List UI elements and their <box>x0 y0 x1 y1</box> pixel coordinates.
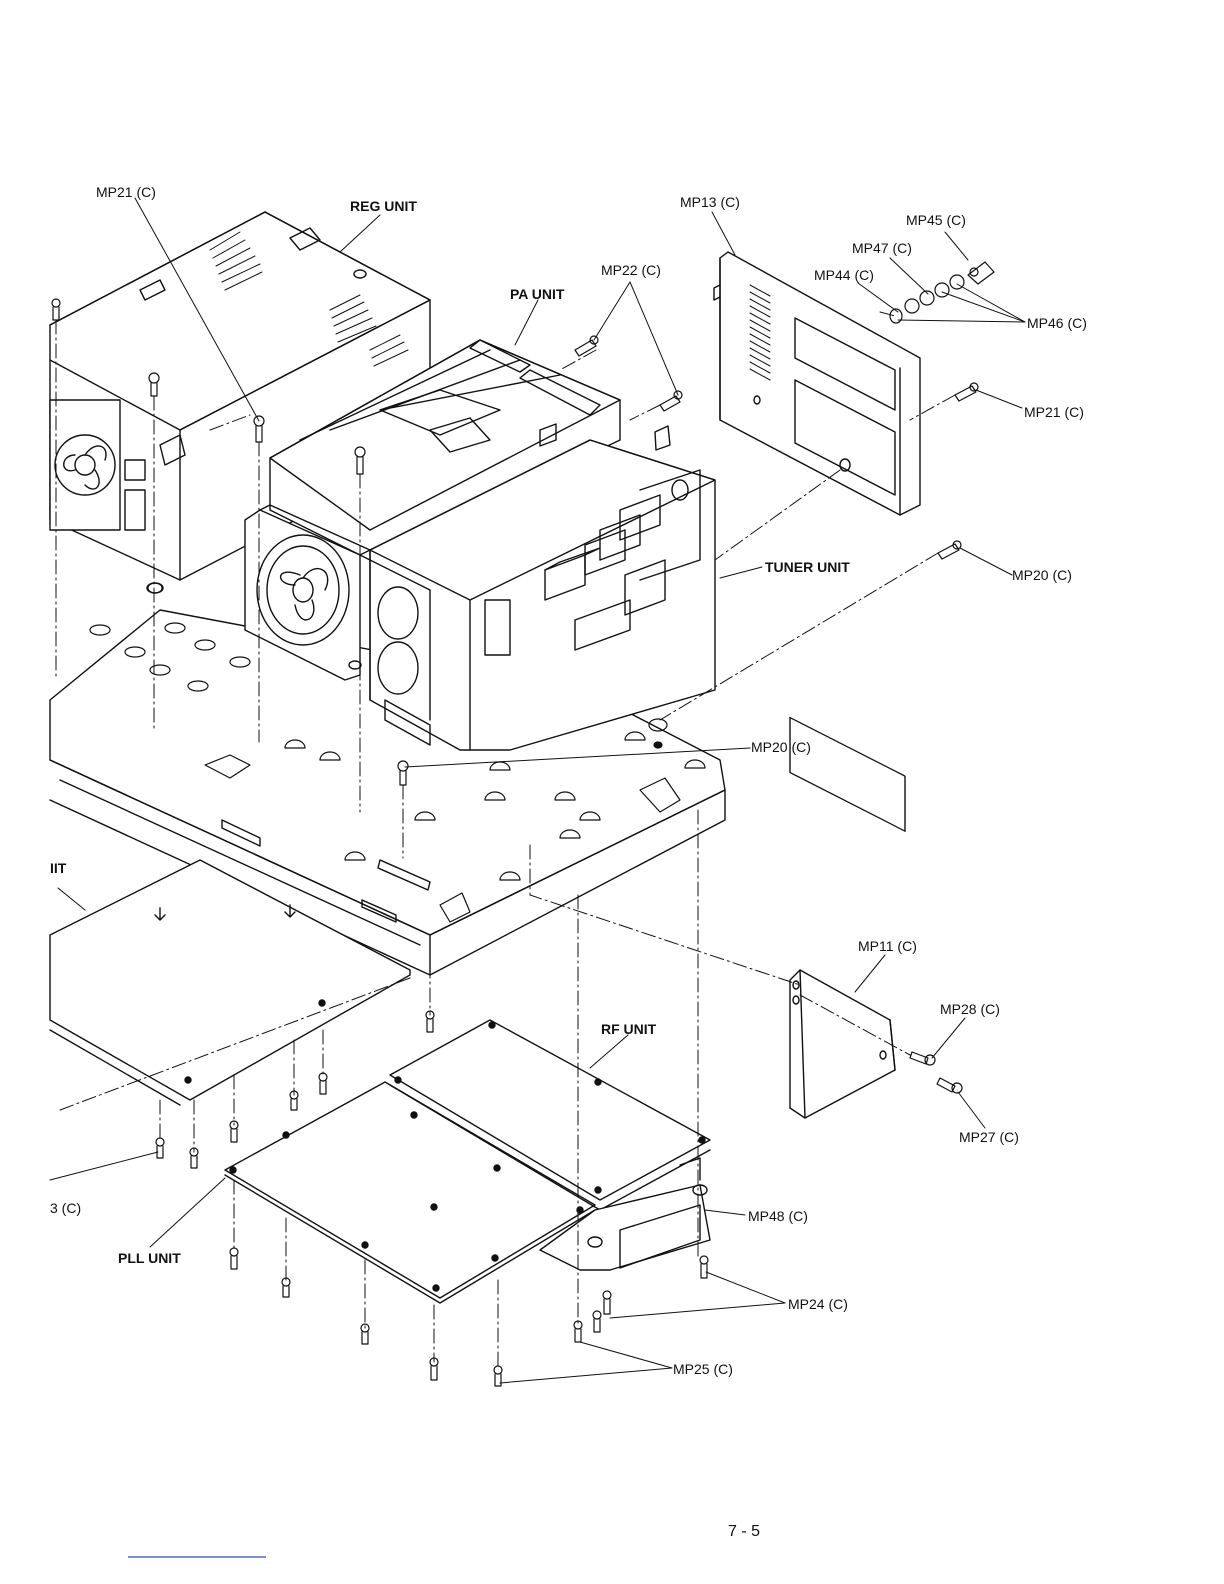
label-mp44: MP44 (C) <box>814 267 874 283</box>
label-pa-unit: PA UNIT <box>510 286 564 302</box>
label-mp20-middle: MP20 (C) <box>751 739 811 755</box>
label-mp11: MP11 (C) <box>858 938 917 954</box>
label-mp45: MP45 (C) <box>906 212 966 228</box>
label-mp21-top-left: MP21 (C) <box>96 184 156 200</box>
label-mp22: MP22 (C) <box>601 262 661 278</box>
label-mp21-right: MP21 (C) <box>1024 404 1084 420</box>
label-mp25: MP25 (C) <box>673 1361 733 1377</box>
label-mp46: MP46 (C) <box>1027 315 1087 331</box>
label-cut-3: 3 (C) <box>50 1200 81 1216</box>
label-mp48: MP48 (C) <box>748 1208 808 1224</box>
label-mp13: MP13 (C) <box>680 194 740 210</box>
label-mp20-right: MP20 (C) <box>1012 567 1072 583</box>
label-cut-unit: IIT <box>50 860 66 876</box>
label-mp47: MP47 (C) <box>852 240 912 256</box>
label-mp28: MP28 (C) <box>940 1001 1000 1017</box>
label-mp24: MP24 (C) <box>788 1296 848 1312</box>
bottom-rule <box>128 1556 266 1558</box>
mp11-bracket <box>790 970 895 1118</box>
mp13-cover-plate <box>714 252 920 831</box>
page-number: 7 - 5 <box>728 1524 760 1540</box>
label-rf-unit: RF UNIT <box>601 1021 656 1037</box>
label-tuner-unit: TUNER UNIT <box>765 559 850 575</box>
label-reg-unit: REG UNIT <box>350 198 417 214</box>
label-pll-unit: PLL UNIT <box>118 1250 181 1266</box>
label-mp27: MP27 (C) <box>959 1129 1019 1145</box>
